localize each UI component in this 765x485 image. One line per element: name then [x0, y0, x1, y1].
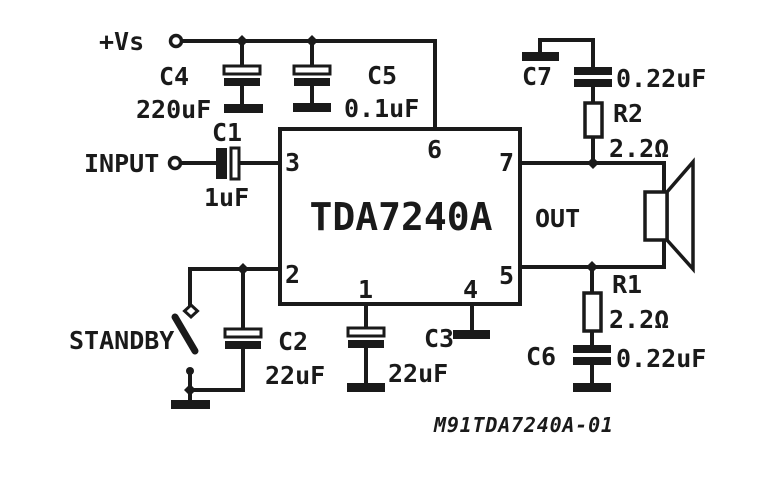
capacitor-c1	[216, 146, 241, 181]
junction-dot	[587, 157, 599, 169]
terminal-supply[interactable]	[168, 33, 184, 49]
ic-body	[278, 127, 522, 306]
ground-symbols	[171, 52, 611, 409]
speaker-cone	[665, 157, 695, 274]
r2-ref: R2	[613, 99, 643, 128]
ground-icon-pin4	[453, 330, 490, 339]
junction-dots	[184, 35, 599, 396]
c1-value: 1uF	[204, 183, 249, 212]
ground-icon-c6	[573, 383, 611, 392]
speaker-coil	[643, 190, 669, 242]
cap-plate-solid	[573, 357, 611, 365]
cap-plate-outline	[222, 64, 262, 76]
capacitor-c5	[292, 64, 332, 86]
input-label: INPUT	[84, 149, 159, 178]
cap-plate-outline	[346, 326, 386, 338]
ic-pin-6: 6	[427, 135, 442, 164]
cap-plate-solid	[224, 78, 260, 86]
ground-icon-c7	[522, 52, 559, 61]
cap-plate-outline	[292, 64, 332, 76]
resistor-r1	[582, 291, 603, 333]
junction-dot	[236, 35, 248, 47]
r1-ref: R1	[612, 270, 642, 299]
ground-icon-c5	[293, 103, 331, 112]
c4-ref: C4	[159, 62, 189, 91]
c3-ref: C3	[424, 324, 454, 353]
r2-value: 2.2Ω	[609, 134, 669, 163]
cap-plate-solid	[574, 79, 612, 87]
junction-dot	[586, 261, 598, 273]
supply-label: +Vs	[99, 27, 144, 56]
c1-ref: C1	[212, 118, 242, 147]
c6-ref: C6	[526, 342, 556, 371]
terminal-input[interactable]	[167, 155, 183, 171]
switch-bottom-terminal	[186, 367, 194, 375]
ic-pin-3: 3	[285, 148, 300, 177]
c4-value: 220uF	[136, 95, 211, 124]
cap-plate-solid	[216, 148, 227, 179]
cap-plate-solid	[348, 340, 384, 348]
speaker-icon	[643, 157, 695, 274]
standby-label: STANDBY	[69, 326, 174, 355]
junction-dot	[237, 263, 249, 275]
ground-icon-c4	[224, 104, 263, 113]
junction-dot	[306, 35, 318, 47]
out-label: OUT	[535, 204, 580, 233]
c7-value: 0.22uF	[616, 64, 706, 93]
switch-blade[interactable]	[171, 313, 199, 355]
capacitor-c4	[222, 64, 262, 86]
capacitor-c6	[573, 345, 611, 365]
ic-pin-5: 5	[499, 261, 514, 290]
cap-plate-outline	[223, 327, 263, 339]
c5-value: 0.1uF	[344, 94, 419, 123]
resistor-r2	[583, 101, 604, 139]
c3-value: 22uF	[388, 359, 448, 388]
ground-icon-c3	[347, 383, 385, 392]
c7-ref: C7	[522, 62, 552, 91]
cap-plate-solid	[573, 345, 611, 353]
ic-pin-2: 2	[285, 260, 300, 289]
ground-icon-standby	[171, 400, 210, 409]
r1-value: 2.2Ω	[609, 305, 669, 334]
ic-pin-4: 4	[463, 275, 478, 304]
ic-name: TDA7240A	[309, 195, 492, 239]
cap-plate-outline	[229, 146, 241, 181]
standby-switch[interactable]	[171, 302, 200, 375]
capacitor-c3	[346, 326, 386, 348]
cap-plate-solid	[574, 67, 612, 75]
switch-top-terminal	[182, 302, 200, 320]
ic-pin-1: 1	[358, 275, 373, 304]
c2-ref: C2	[278, 327, 308, 356]
junction-dot	[184, 384, 196, 396]
part-number: M91TDA7240A-01	[433, 413, 614, 437]
c5-ref: C5	[367, 61, 397, 90]
capacitor-c2	[223, 327, 263, 349]
capacitor-c7	[574, 67, 612, 87]
ic-pin-7: 7	[499, 148, 514, 177]
cap-plate-solid	[294, 78, 330, 86]
c6-value: 0.22uF	[616, 344, 706, 373]
c2-value: 22uF	[265, 361, 325, 390]
cap-plate-solid	[225, 341, 261, 349]
